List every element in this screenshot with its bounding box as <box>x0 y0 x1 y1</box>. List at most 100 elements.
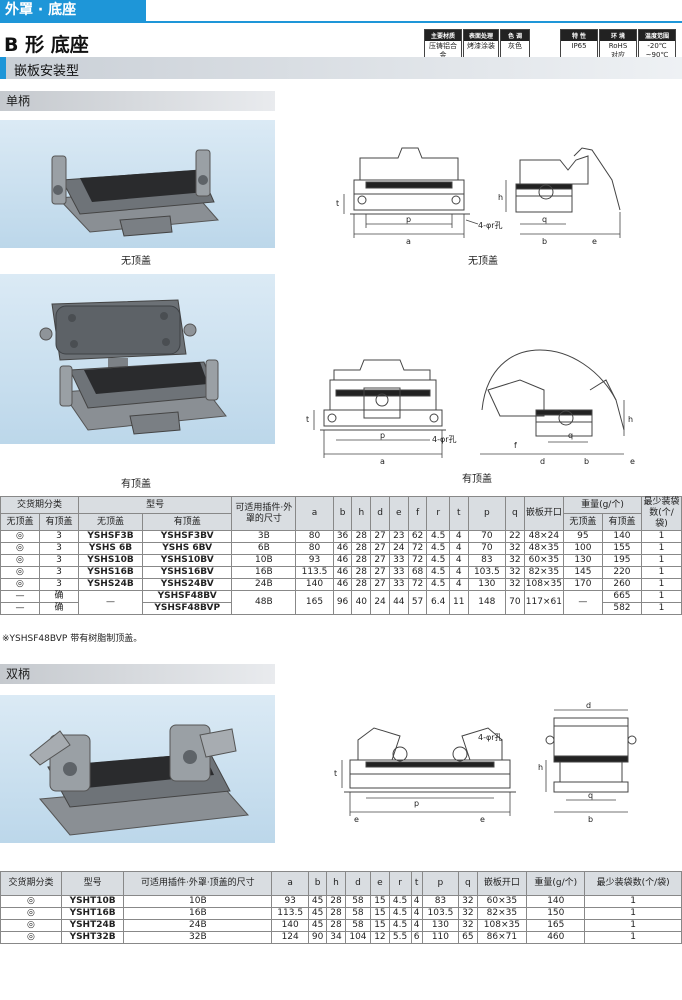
table-cell: 165 <box>526 919 586 932</box>
table-cell: 93 <box>271 895 309 908</box>
table-cell: 3 <box>38 554 79 567</box>
table-cell: 1 <box>584 919 682 932</box>
table-cell: 3 <box>38 566 79 579</box>
table-cell: 86×71 <box>476 931 528 944</box>
table-cell: 11 <box>448 590 469 615</box>
table-cell: 124 <box>271 931 309 944</box>
table-header-cell: r <box>388 871 412 896</box>
table-cell: 110 <box>421 931 460 944</box>
table-cell: 6B <box>231 542 297 555</box>
dim-t-label-3: t <box>334 769 337 778</box>
table-cell: 220 <box>601 566 643 579</box>
table-cell: 28 <box>351 578 372 591</box>
drawing-double: p e e t d h q b 4-φr孔 <box>334 701 637 824</box>
table-cell: 确 <box>38 590 79 603</box>
dim-q-label: q <box>542 215 547 224</box>
table-cell: ◎ <box>0 895 62 908</box>
table-cell: 113.5 <box>271 907 309 920</box>
section-double-handle: 双柄 <box>0 664 275 684</box>
th-model: 型号 <box>77 496 233 514</box>
table-cell: YSHT16B <box>60 907 125 920</box>
table-cell: YSHS 6BV <box>142 542 233 555</box>
spec-environment-value: RoHS 对应 <box>608 42 628 59</box>
table-cell: 28 <box>351 530 372 543</box>
single-spec-table: 交货期分类 型号 可适用插件·外罩的尺寸 a b h d e f r t p q… <box>0 496 682 615</box>
table-cell: 32 <box>505 578 525 591</box>
table-cell: ◎ <box>0 530 40 543</box>
table-cell: 22 <box>505 530 525 543</box>
table-cell: ◎ <box>0 907 62 920</box>
table-cell: 4.5 <box>426 578 450 591</box>
table-cell: 1 <box>641 590 682 603</box>
photo-double <box>0 695 275 843</box>
table-cell: 16B <box>123 907 273 920</box>
table-cell: 48B <box>231 590 297 615</box>
spec-feature-header: 特 性 <box>561 30 597 41</box>
table-cell: ◎ <box>0 931 62 944</box>
hole-label-double: 4-φr孔 <box>478 733 503 742</box>
table-cell: — <box>0 590 40 603</box>
spec-color-value: 灰色 <box>508 42 522 50</box>
table-header-cell: 重量(g/个) <box>526 871 586 896</box>
table-cell: 82×35 <box>523 566 564 579</box>
table-cell: 28 <box>351 566 372 579</box>
table-cell: 32 <box>458 895 478 908</box>
th-model-no: 无顶盖 <box>77 513 144 531</box>
table-cell: 57 <box>407 590 428 615</box>
table-cell: — <box>0 602 40 615</box>
dim-e-label-2: e <box>630 457 635 466</box>
table-cell: 36 <box>332 530 353 543</box>
table-cell: 60×35 <box>523 554 564 567</box>
th-size: 可适用插件·外罩的尺寸 <box>231 496 297 531</box>
table-cell: 58 <box>344 919 372 932</box>
table-cell: YSHT10B <box>60 895 125 908</box>
th-e: e <box>388 496 409 531</box>
table-cell: 3 <box>38 578 79 591</box>
table-cell: 4.5 <box>426 554 450 567</box>
dim-b-label-2: b <box>584 457 589 466</box>
th-r: r <box>426 496 450 531</box>
page-title: B 形 底座 <box>4 34 89 56</box>
table-cell: 1 <box>584 895 682 908</box>
table-cell: 16B <box>231 566 297 579</box>
spec-feature-value: IP65 <box>571 42 587 50</box>
table-cell: 24B <box>231 578 297 591</box>
spec-boxes-left: 主要材质 压铸铝合金 (ADC12) 表面处理 烤漆涂装 色 调 灰色 <box>424 29 531 71</box>
th-h: h <box>351 496 372 531</box>
table-cell: ◎ <box>0 578 40 591</box>
table-cell: 4.5 <box>388 907 412 920</box>
table-cell: 28 <box>326 919 346 932</box>
page-subtitle: 嵌板安装型 <box>14 64 80 79</box>
table-cell: 130 <box>421 919 460 932</box>
table-cell: 32 <box>505 554 525 567</box>
photo-single-no-cover <box>0 120 275 248</box>
table-cell: ◎ <box>0 566 40 579</box>
table-cell: 96 <box>332 590 353 615</box>
table-cell: 6.4 <box>426 590 450 615</box>
th-minqty: 最少装袋数(个/袋) <box>641 496 682 531</box>
table-cell: 1 <box>641 566 682 579</box>
table-header-cell: q <box>458 871 478 896</box>
table-cell: 46 <box>332 566 353 579</box>
category-tab: 外罩 · 底座 <box>0 0 146 21</box>
table-cell: 4 <box>448 554 469 567</box>
table-cell: YSHS 6B <box>77 542 144 555</box>
table-cell: 10B <box>123 895 273 908</box>
dim-d-label-3: d <box>586 701 591 710</box>
spec-material-header: 主要材质 <box>425 30 461 41</box>
table-cell: 24B <box>123 919 273 932</box>
th-delivery: 交货期分类 <box>0 496 79 514</box>
table-cell: 27 <box>370 530 390 543</box>
table-cell: 65 <box>458 931 478 944</box>
table-cell: — <box>77 590 144 615</box>
dim-b-label: b <box>542 237 547 246</box>
table-cell: 1 <box>584 931 682 944</box>
drawing-single-with-cover: a p t f d q b e h 4-φr孔 有顶盖 <box>306 349 635 485</box>
table-cell: 3B <box>231 530 297 543</box>
table-cell: 82×35 <box>476 907 528 920</box>
